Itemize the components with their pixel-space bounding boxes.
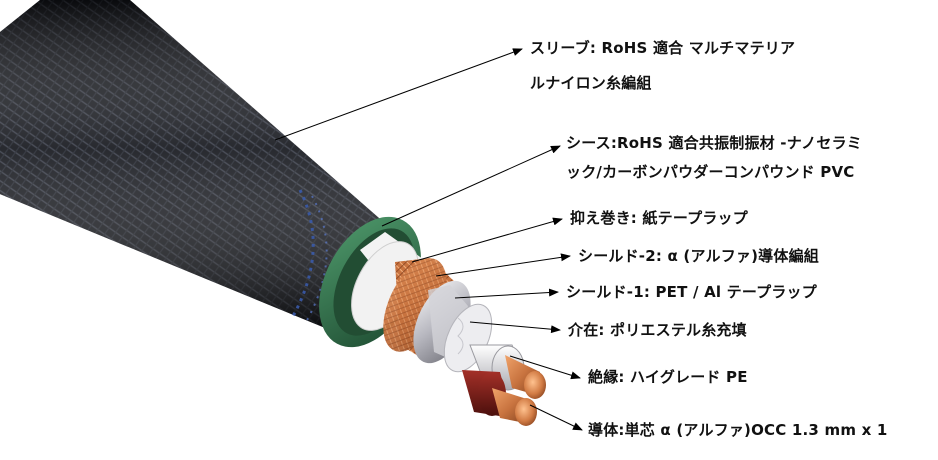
leader-shield2 (435, 253, 571, 277)
label-sheath-line2: ック/カーボンパウダーコンパウンド PVC (566, 163, 855, 181)
label-sleeve-line1: スリーブ: RoHS 適合 マルチマテリア (530, 39, 796, 57)
insulated-conductors (462, 344, 546, 426)
leader-tape (411, 217, 563, 263)
conductor-end-1 (524, 371, 546, 399)
leader-lines (274, 48, 583, 431)
sleeve-layer (0, 0, 395, 330)
label-conductor: 導体:単芯 α (アルファ)OCC 1.3 mm x 1 (588, 421, 888, 439)
label-sheath-line1: シース:RoHS 適合共振制振材 -ナノセラミ (566, 134, 862, 152)
leader-shield1 (454, 288, 559, 299)
leader-insulation (509, 355, 581, 380)
conductor-end-2 (515, 398, 537, 426)
label-filler: 介在: ポリエステル糸充填 (568, 321, 747, 339)
label-shield2: シールド-2: α (アルファ)導体編組 (578, 247, 819, 265)
leader-conductor (529, 404, 583, 431)
leader-sheath (381, 145, 561, 227)
label-tape: 抑え巻き: 紙テープラップ (570, 209, 748, 227)
label-insulation: 絶縁: ハイグレード PE (588, 368, 748, 386)
leader-filler (469, 321, 561, 334)
label-sleeve-line2: ルナイロン糸編組 (530, 74, 652, 92)
label-shield1: シールド-1: PET / Al テープラップ (566, 283, 817, 301)
leader-sleeve (274, 48, 523, 141)
